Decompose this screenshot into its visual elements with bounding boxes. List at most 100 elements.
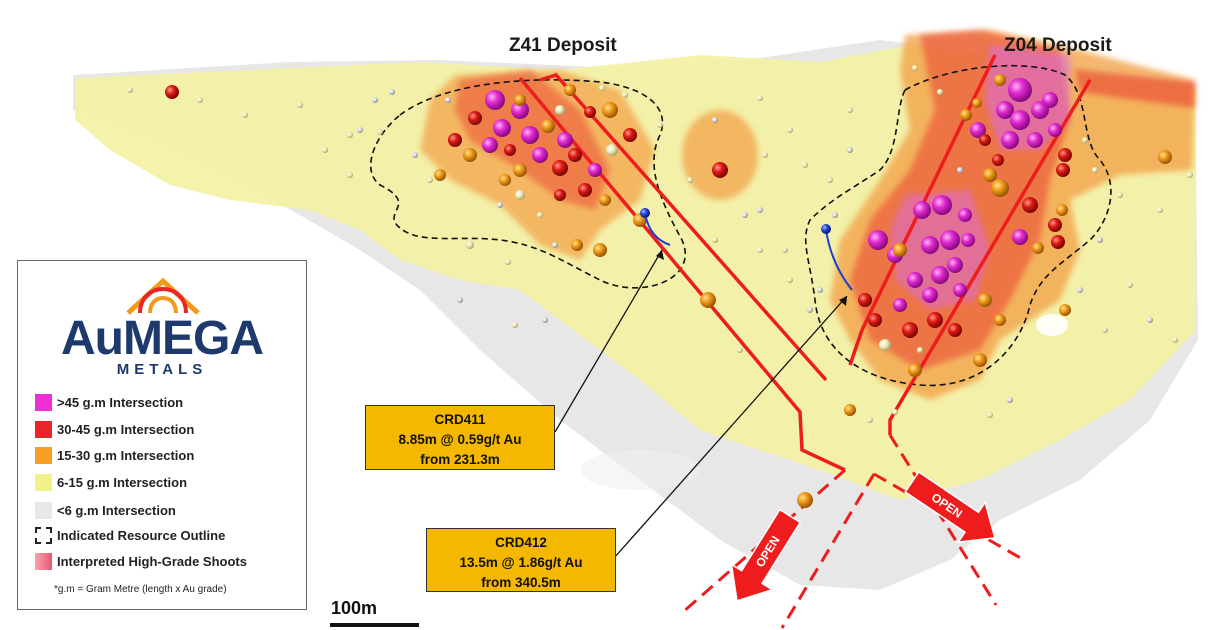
intercept-sphere <box>427 177 433 183</box>
intercept-sphere <box>687 177 693 183</box>
shoot-z04-east <box>888 79 1092 435</box>
intercept-sphere <box>948 323 962 337</box>
z41-deposit-label: Z41 Deposit <box>509 35 617 56</box>
intercept-sphere <box>1127 282 1133 288</box>
callout-result: 13.5m @ 1.86g/t Au <box>459 555 583 570</box>
legend-item: >45 g.m Intersection <box>35 391 183 413</box>
leader-crd411 <box>554 249 663 433</box>
intercept-sphere <box>757 207 763 213</box>
intercept-sphere <box>482 137 498 153</box>
intercept-sphere <box>953 283 967 297</box>
shoot-extension-dashed <box>780 473 876 629</box>
intercept-sphere <box>996 101 1014 119</box>
logo-wordmark: AuMEGA <box>61 312 264 365</box>
intercept-sphere <box>1172 337 1178 343</box>
intercept-sphere <box>782 247 788 253</box>
intercept-sphere <box>1032 242 1044 254</box>
legend-item: Interpreted High-Grade Shoots <box>35 550 247 572</box>
intercept-sphere <box>434 169 446 181</box>
intercept-sphere <box>623 128 637 142</box>
intercept-sphere <box>1058 148 1072 162</box>
leader-arrowhead <box>656 250 664 260</box>
intercept-sphere <box>127 87 133 93</box>
callout-crd411: CRD411 8.85m @ 0.59g/t Au from 231.3m <box>365 405 555 470</box>
intercept-sphere <box>961 233 975 247</box>
intercept-sphere <box>868 230 888 250</box>
intercept-sphere <box>564 84 576 96</box>
intercept-sphere <box>1048 123 1062 137</box>
intercept-sphere <box>742 212 748 218</box>
shoot-z04-west <box>848 54 997 366</box>
intercept-sphere <box>1097 237 1103 243</box>
intercept-sphere <box>921 236 939 254</box>
intercept-sphere <box>541 119 555 133</box>
intercept-sphere <box>1157 207 1163 213</box>
intercept-sphere <box>1048 218 1062 232</box>
intercept-sphere <box>606 144 618 156</box>
intercept-sphere <box>1027 132 1043 148</box>
intercept-sphere <box>700 292 716 308</box>
legend-footnote: *g.m = Gram Metre (length x Au grade) <box>54 584 227 595</box>
legend-swatch-dashed <box>35 526 52 544</box>
intercept-sphere <box>797 492 813 508</box>
open-arrow-east: OPEN <box>904 471 996 544</box>
drill-trace-crd412 <box>825 229 853 291</box>
intercept-sphere <box>908 363 922 377</box>
callout-result: 8.85m @ 0.59g/t Au <box>398 432 522 447</box>
intercept-sphere <box>511 101 529 119</box>
intercept-sphere <box>937 89 943 95</box>
intercept-sphere <box>599 85 605 91</box>
intercept-sphere <box>485 90 505 110</box>
intercept-sphere <box>554 189 566 201</box>
intercept-sphere <box>827 177 833 183</box>
intercept-sphere <box>1051 235 1065 249</box>
shoot-z41-west <box>518 76 846 472</box>
intercept-sphere <box>445 97 451 103</box>
intercept-sphere <box>832 212 838 218</box>
intercept-sphere <box>762 152 768 158</box>
leader-crd412 <box>613 295 848 559</box>
intercept-sphere <box>497 202 503 208</box>
intercept-sphere <box>927 312 943 328</box>
intercept-sphere <box>504 144 516 156</box>
intercept-sphere <box>513 163 527 177</box>
intercept-sphere <box>893 243 907 257</box>
intercept-sphere <box>1010 110 1030 130</box>
shoot-extension-dashed <box>888 434 998 606</box>
legend-label: <6 g.m Intersection <box>57 502 176 518</box>
intercept-sphere <box>787 277 793 283</box>
intercept-sphere <box>588 163 602 177</box>
intercept-sphere <box>602 102 618 118</box>
intercept-sphere <box>867 417 873 423</box>
intercept-sphere <box>493 119 511 137</box>
intercept-sphere <box>1092 167 1098 173</box>
resource-outline-z41 <box>369 79 686 289</box>
intercept-sphere <box>844 404 856 416</box>
intercept-sphere <box>357 127 363 133</box>
intercept-sphere <box>973 353 987 367</box>
intercept-sphere <box>1007 397 1013 403</box>
intercept-sphere <box>712 162 728 178</box>
intercept-sphere <box>1008 78 1032 102</box>
intercept-sphere <box>542 317 548 323</box>
drill-intercepts <box>127 65 1193 508</box>
legend-swatch <box>35 420 52 438</box>
intercept-sphere <box>868 313 882 327</box>
legend-item: 30-45 g.m Intersection <box>35 418 194 440</box>
intercept-sphere <box>557 132 573 148</box>
drill-collar-crd412 <box>821 224 831 234</box>
legend-label: Indicated Resource Outline <box>57 527 226 543</box>
intercept-sphere <box>389 89 395 95</box>
intercept-sphere <box>457 297 463 303</box>
shell-gap <box>1036 314 1068 336</box>
intercept-sphere <box>1082 137 1088 143</box>
intercept-sphere <box>932 195 952 215</box>
intercept-sphere <box>322 147 328 153</box>
intercept-sphere <box>515 190 525 200</box>
intercept-sphere <box>552 242 558 248</box>
intercept-sphere <box>1187 172 1193 178</box>
intercept-sphere <box>917 347 923 353</box>
intercept-sphere <box>847 147 853 153</box>
intercept-sphere <box>412 152 418 158</box>
